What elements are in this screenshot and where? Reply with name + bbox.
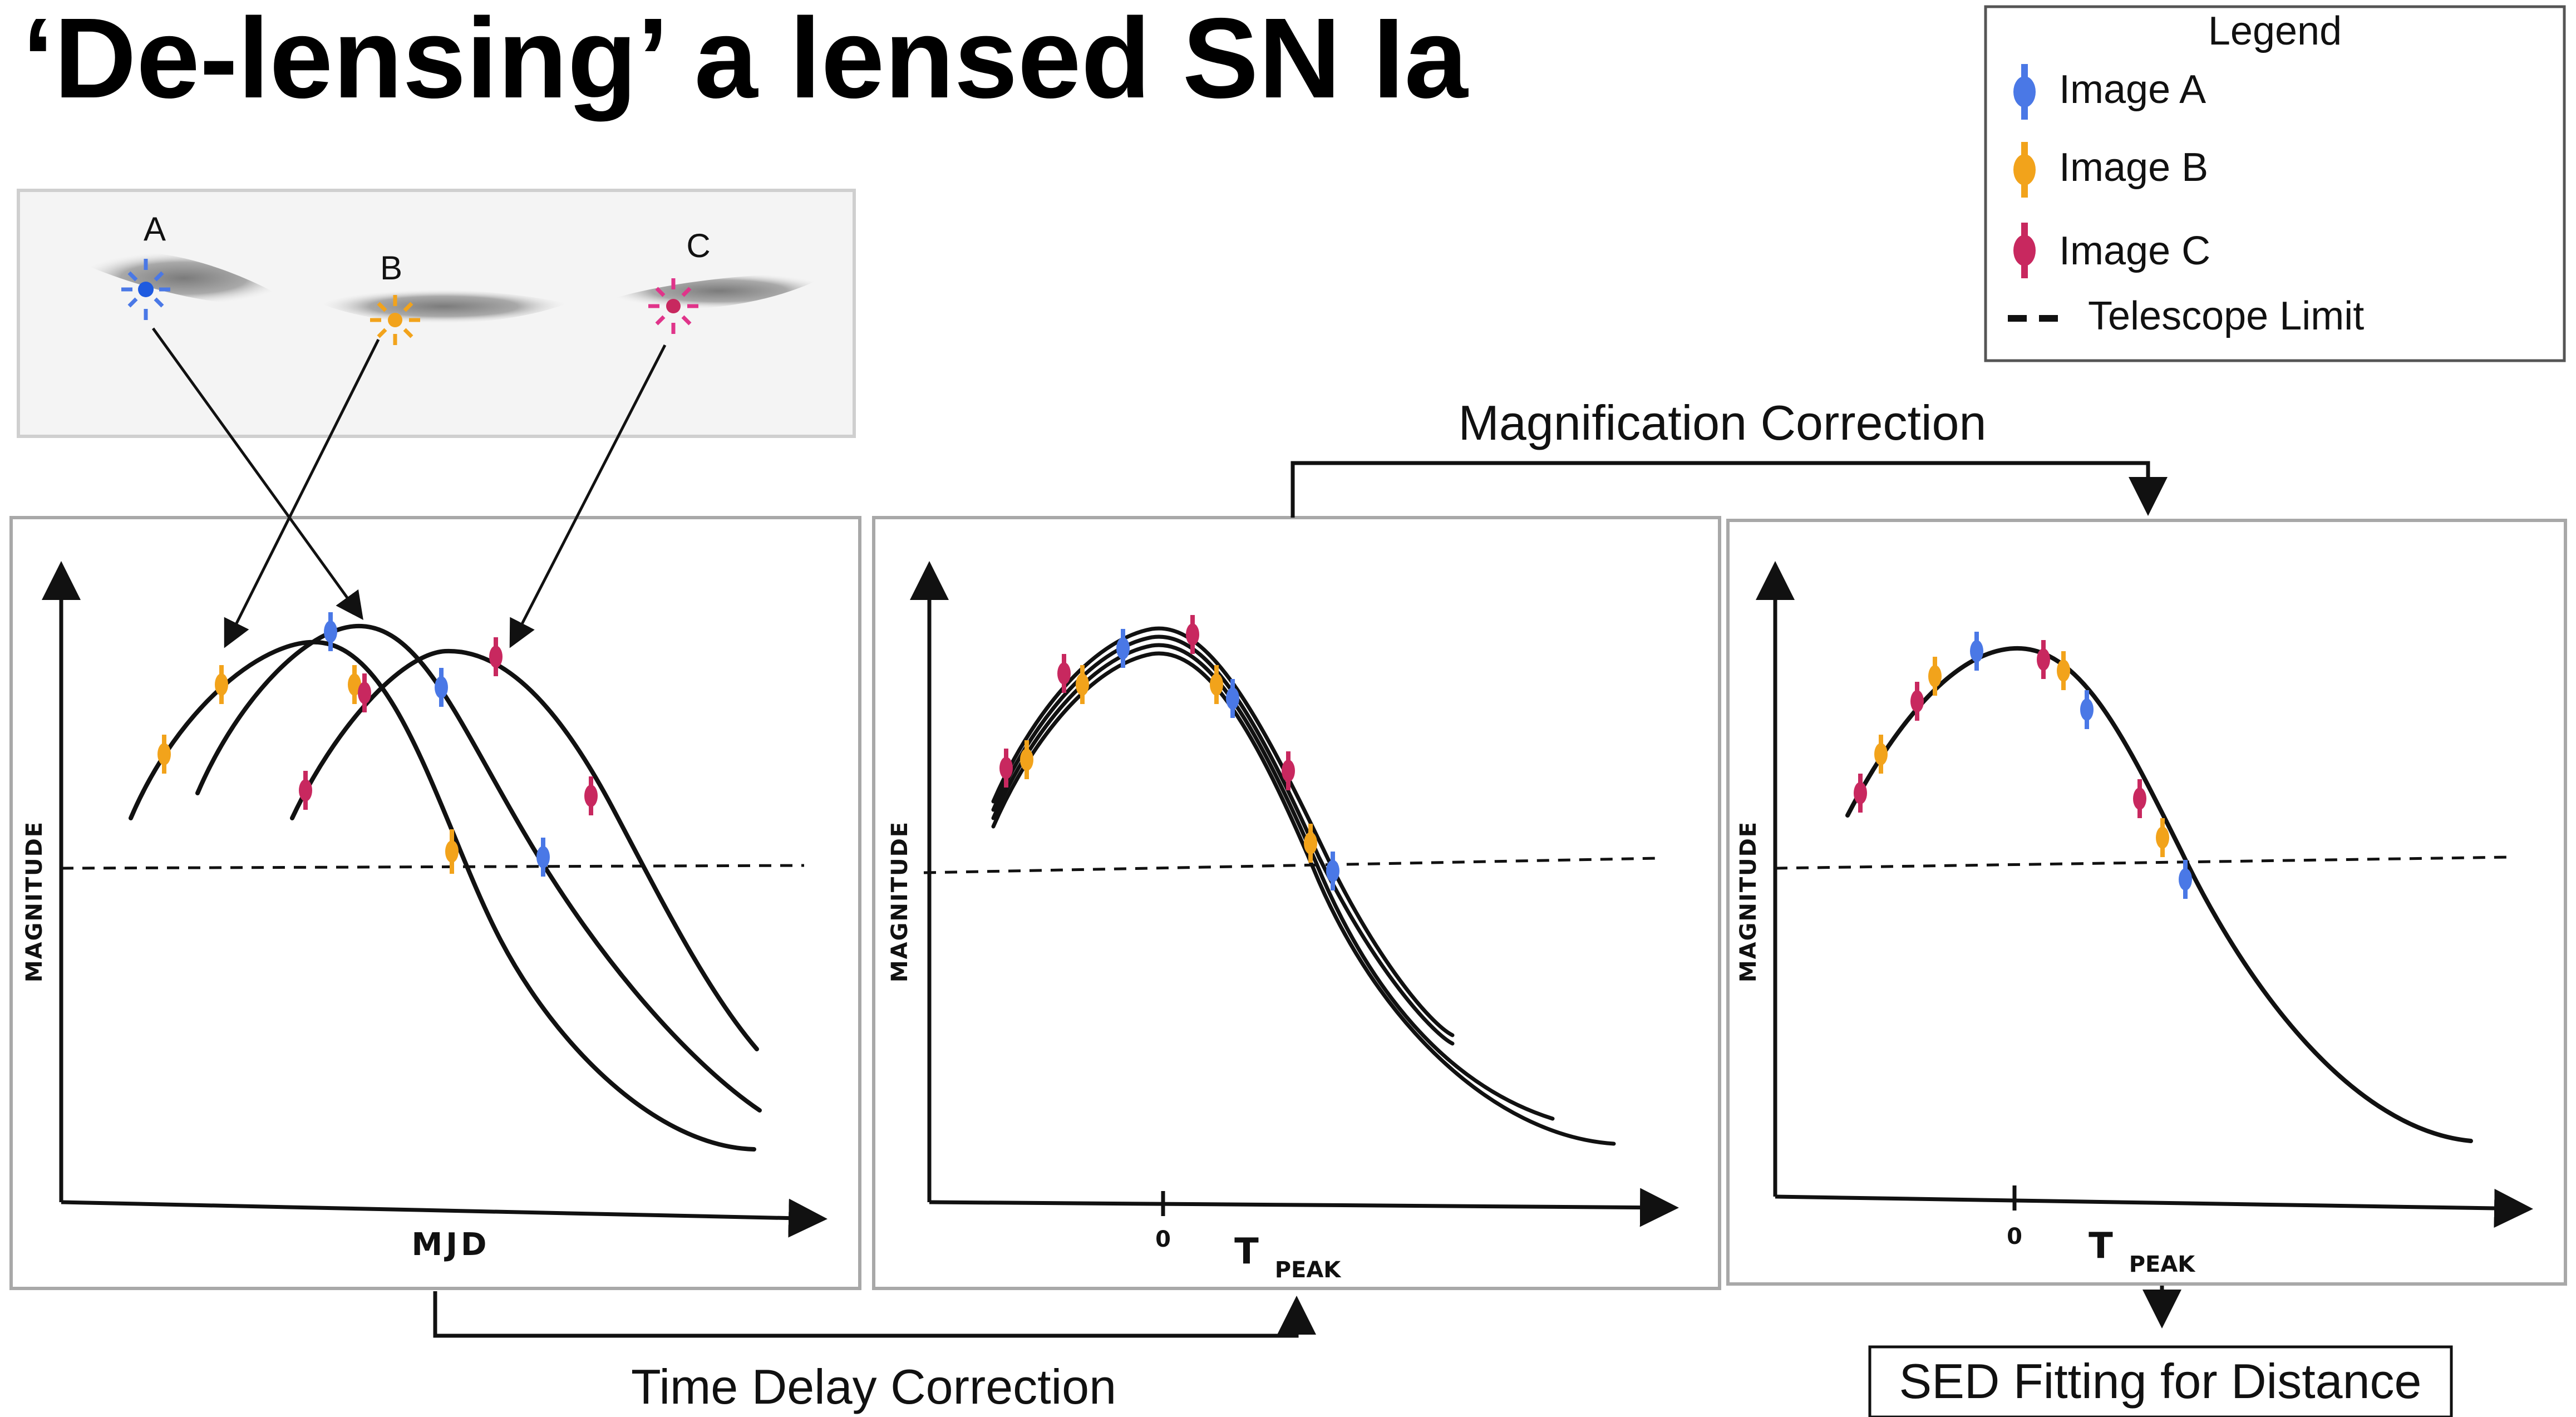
legend-label-image-c: Image C	[2059, 229, 2210, 273]
lens-to-curve-arrows	[151, 327, 667, 648]
data-point-c	[999, 749, 1013, 788]
data-point-c	[584, 776, 598, 815]
data-point-b	[1076, 665, 1089, 704]
arrow-image-b	[224, 338, 380, 648]
data-point-b	[445, 829, 459, 874]
panel-time-corrected-ylabel: MAGNITUDE	[887, 821, 913, 982]
magnification-correction-label: Magnification Correction	[1459, 395, 1987, 450]
data-point-a	[1226, 679, 1239, 718]
galaxy-arc-left	[78, 252, 289, 305]
panel-magnification-corrected-curve	[1845, 646, 2473, 1143]
magnification-correction-connector	[1291, 461, 2168, 518]
panel-observed-axes	[42, 561, 828, 1238]
panel-magnification-corrected-axes	[1756, 561, 2533, 1228]
data-point-c	[489, 637, 503, 676]
sn-image-a-marker	[121, 259, 170, 320]
data-point-c	[358, 673, 371, 712]
data-point-b	[1874, 735, 1888, 774]
time-delay-correction-label: Time Delay Correction	[631, 1359, 1116, 1414]
panel-time-corrected-tick: 0	[1155, 1227, 1171, 1252]
data-point-c	[1282, 751, 1295, 790]
light-curve-image-a	[195, 623, 762, 1113]
panel-observed-xlabel: MJD	[411, 1227, 490, 1263]
panel-magnification-corrected-points	[1854, 632, 2192, 899]
panel-magnification-corrected-ylabel: MAGNITUDE	[1736, 821, 1761, 982]
light-curve-image-b	[129, 639, 756, 1152]
legend-heading: Legend	[2208, 9, 2342, 53]
data-point-b	[1210, 665, 1223, 704]
panel-time-corrected-frame	[872, 516, 1721, 1290]
time-delay-correction-connector	[433, 1291, 1316, 1338]
telescope-limit-line-panel-3	[1775, 855, 2510, 870]
legend-item-image-a: Image A	[2013, 64, 2206, 120]
data-point-c	[299, 771, 312, 810]
page-title: ‘De-lensing’ a lensed SN Ia	[22, 0, 1469, 122]
data-point-b	[2057, 651, 2070, 690]
sed-fitting-box	[1868, 1345, 2453, 1417]
data-point-a	[536, 838, 550, 877]
legend-label-telescope-limit: Telescope Limit	[2088, 294, 2364, 338]
lens-label-b: B	[380, 249, 402, 287]
panel-observed-ylabel: MAGNITUDE	[22, 821, 47, 982]
data-point-c	[1186, 615, 1199, 654]
data-point-b	[157, 735, 171, 774]
panel-magnification-corrected-frame	[1726, 519, 2567, 1286]
data-point-b	[1020, 740, 1033, 779]
data-point-a	[2080, 690, 2094, 729]
data-point-c	[2037, 640, 2050, 679]
panel-time-corrected-xlabel: T	[1234, 1231, 1259, 1272]
data-point-c	[1057, 654, 1071, 693]
data-point-b	[1928, 657, 1942, 696]
error-bar-icon	[2013, 154, 2036, 185]
data-point-b	[215, 665, 228, 704]
sed-fitting-label: SED Fitting for Distance	[1899, 1354, 2422, 1409]
data-point-c	[1910, 682, 1924, 721]
data-point-c	[1854, 774, 1867, 813]
panel-magnification-corrected-xsub: PEAK	[2129, 1252, 2196, 1277]
legend-item-image-c: Image C	[2013, 223, 2210, 278]
data-point-a	[1116, 629, 1130, 668]
panel-time-corrected-xsub: PEAK	[1275, 1257, 1342, 1283]
lens-label-c: C	[686, 227, 710, 264]
galaxy-arc-middle	[320, 289, 568, 323]
error-bar-icon	[2013, 235, 2036, 266]
sn-image-b-marker	[370, 295, 420, 345]
lens-label-a: A	[144, 210, 166, 248]
panel-time-corrected-points	[999, 615, 1339, 890]
data-point-a	[324, 612, 337, 651]
panel-observed-frame	[9, 516, 861, 1290]
data-point-a	[2179, 860, 2192, 899]
arrow-image-c	[509, 344, 667, 648]
panel-magnification-corrected-xlabel: T	[2089, 1226, 2113, 1267]
lens-image: A B C	[17, 189, 856, 438]
data-point-c	[2133, 779, 2146, 818]
data-point-a	[1326, 852, 1339, 890]
arrow-image-a	[151, 327, 363, 621]
telescope-limit-line-panel-1	[61, 864, 805, 870]
legend-box	[1984, 5, 2566, 362]
panel-time-corrected-axes	[910, 561, 1679, 1227]
galaxy-arc-right	[607, 273, 832, 309]
legend: Legend Image A Image B Image C Telescope…	[1984, 5, 2566, 362]
panel-observed-curves	[129, 623, 762, 1152]
data-point-b	[1304, 824, 1317, 863]
legend-label-image-a: Image A	[2059, 67, 2206, 112]
panel-observed-points	[157, 612, 598, 877]
telescope-limit-line-panel-2	[923, 857, 1659, 874]
data-point-b	[348, 665, 361, 704]
legend-item-image-b: Image B	[2013, 142, 2208, 198]
sn-image-c-marker	[648, 278, 698, 334]
data-point-a	[435, 668, 448, 707]
light-curve-image-c	[290, 648, 759, 1051]
error-bar-icon	[2013, 76, 2036, 107]
legend-label-image-b: Image B	[2059, 145, 2208, 190]
data-point-a	[1970, 632, 1983, 671]
panel-magnification-corrected-tick: 0	[2007, 1224, 2022, 1249]
data-point-b	[2156, 818, 2169, 857]
legend-item-telescope-limit: Telescope Limit	[2008, 294, 2364, 338]
